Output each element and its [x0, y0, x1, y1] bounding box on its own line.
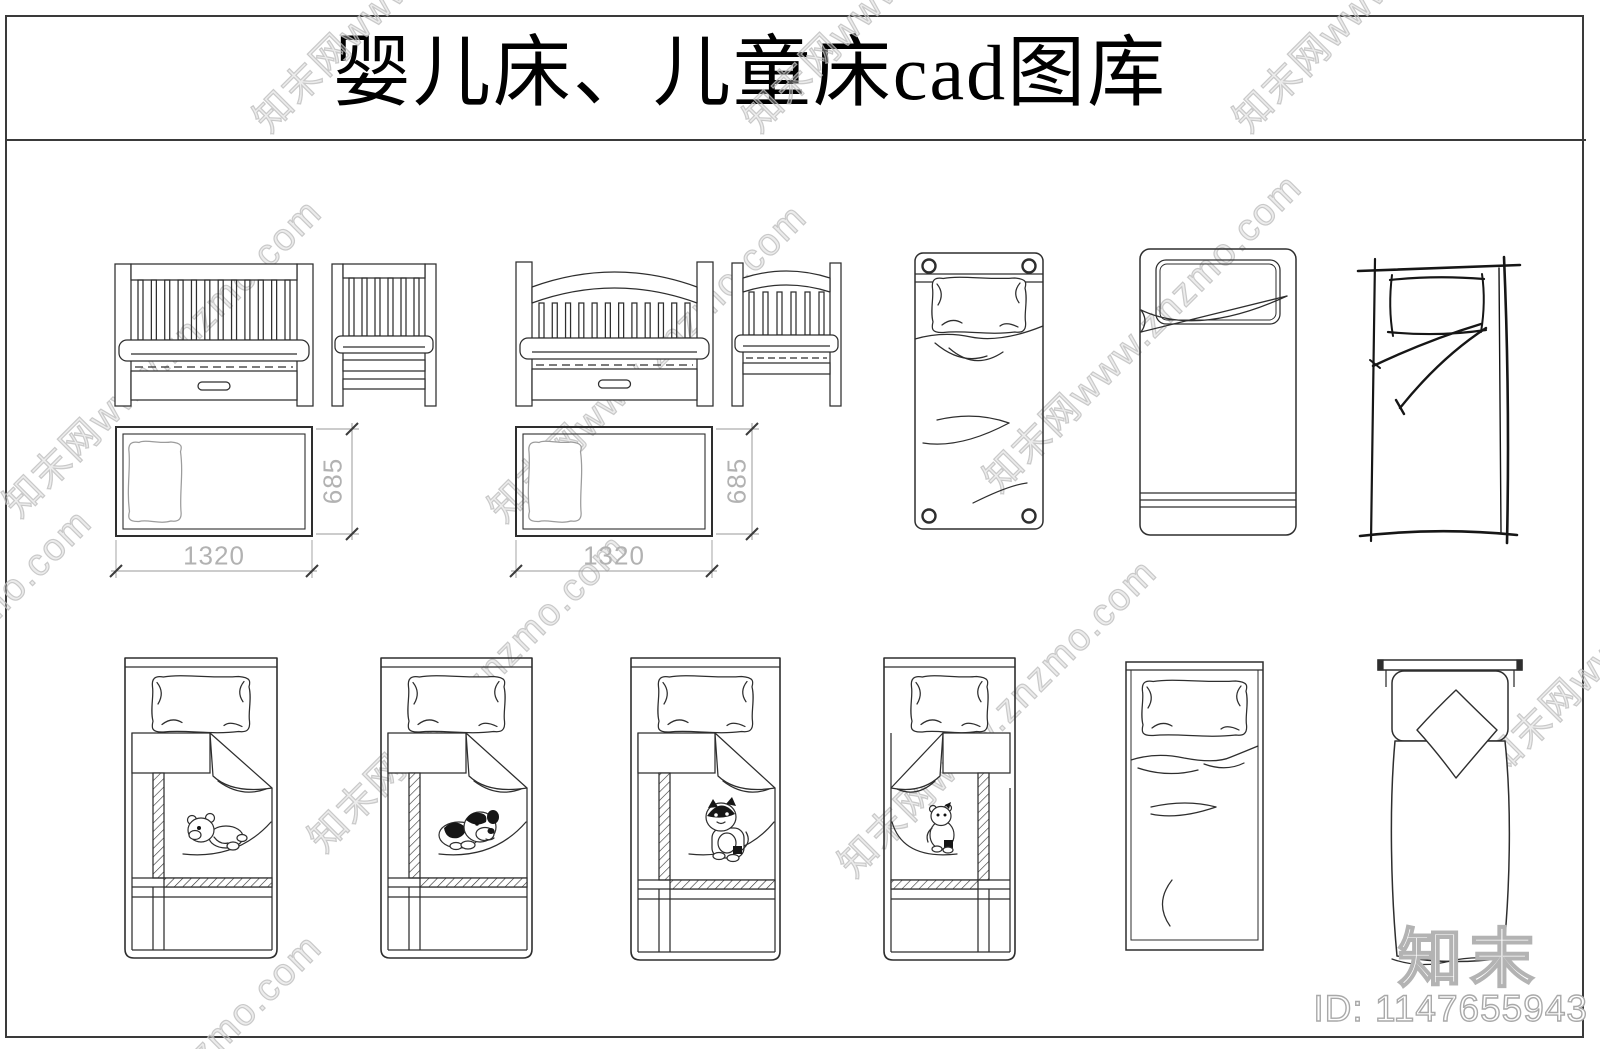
- page-border: [5, 15, 1584, 1038]
- crib-front-view-1: [114, 263, 314, 407]
- kids-bed-bear: [124, 657, 278, 959]
- page-title: 婴儿床、儿童床cad图库: [332, 29, 1168, 116]
- crib-front-view-2: [515, 261, 714, 407]
- kids-bed-bear-mirrored: [883, 657, 1016, 961]
- dim-width-plan1: 1320: [183, 540, 245, 571]
- crib-side-view-1: [331, 263, 437, 407]
- kids-bed-simple: [1125, 661, 1264, 951]
- crib-plan-view-2: [509, 422, 759, 578]
- title-divider: [5, 139, 1586, 141]
- dim-height-plan1: 685: [317, 457, 348, 505]
- bed-top-view-casters: [914, 252, 1044, 530]
- crib-plan-view-1: [109, 422, 359, 578]
- kids-bed-dog: [380, 657, 533, 959]
- dim-width-plan2: 1320: [583, 540, 645, 571]
- image-id-label: ID: 1147655943: [1313, 987, 1588, 1029]
- dim-height-plan2: 685: [721, 457, 752, 505]
- kids-bed-cat: [630, 657, 781, 961]
- bed-top-view-sketch: [1356, 255, 1522, 545]
- brand-logo: 知末: [1397, 922, 1542, 996]
- kids-bed-diamond-pillow: [1377, 659, 1523, 966]
- crib-side-view-2: [731, 262, 842, 407]
- bed-top-view-headboard: [1139, 248, 1297, 536]
